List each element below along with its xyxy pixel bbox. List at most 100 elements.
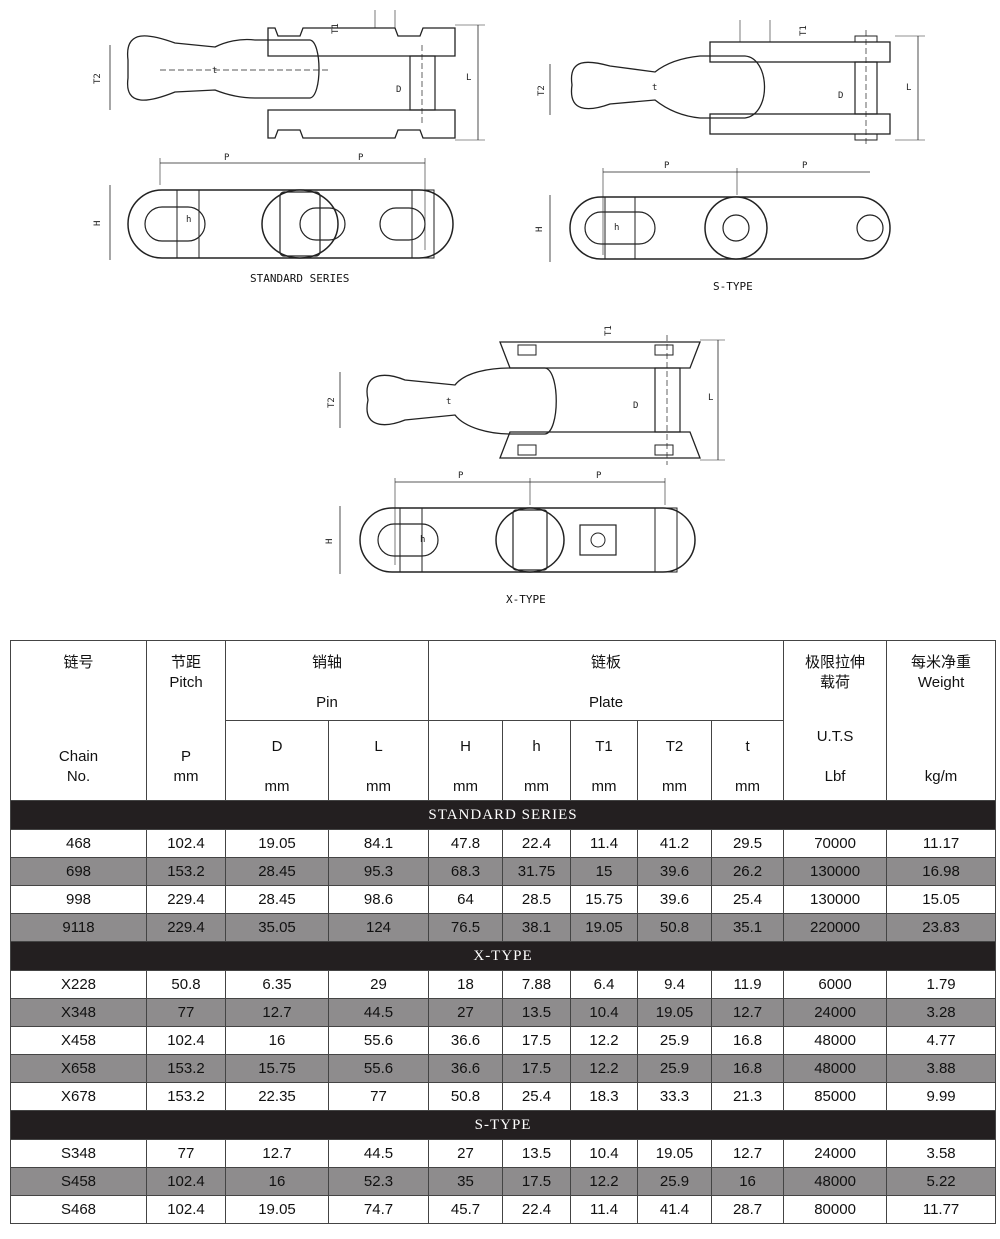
table-cell: S468 [10, 1195, 147, 1224]
label-P1-standard: P [224, 153, 230, 163]
table-cell: 33.3 [637, 1082, 713, 1111]
label-D-s: D [838, 91, 843, 101]
label-H-x: H [325, 539, 335, 544]
table-cell: 27 [428, 998, 504, 1027]
section-title: STANDARD SERIES [9, 800, 997, 830]
chain-spec-table: 链号 Chain No. 节距 Pitch P mm 销轴 Pin 链板 Pla… [9, 640, 997, 1224]
table-cell: 6.4 [570, 970, 639, 999]
table-cell: 35 [428, 1167, 504, 1196]
table-cell: 24000 [783, 998, 888, 1027]
table-cell: 102.4 [146, 1167, 226, 1196]
table-cell: 50.8 [637, 913, 713, 942]
table-cell: 48000 [783, 1167, 888, 1196]
label-T1-standard: T1 [331, 23, 341, 34]
table-cell: 11.17 [886, 829, 997, 858]
table-cell: 13.5 [502, 998, 572, 1027]
table-cell: 50.8 [428, 1082, 504, 1111]
label-T2-x: T2 [327, 397, 337, 408]
table-cell: 102.4 [146, 1195, 226, 1224]
table-cell: 80000 [783, 1195, 888, 1224]
table-cell: 77 [327, 1082, 430, 1111]
table-cell: 38.1 [502, 913, 572, 942]
table-cell: 28.45 [225, 885, 329, 914]
table-cell: 12.2 [570, 1054, 639, 1083]
table-cell: 76.5 [428, 913, 504, 942]
label-H-s: H [535, 227, 545, 232]
table-cell: 1.79 [886, 970, 997, 999]
technical-drawings: T1 T2 L D t P P H h STANDARD SERIES [93, 10, 925, 606]
table-cell: 50.8 [146, 970, 226, 999]
header-pitch-sym: P [180, 748, 191, 765]
table-cell: 70000 [783, 829, 888, 858]
label-L-s: L [906, 83, 911, 93]
table-cell: 18.3 [570, 1082, 639, 1111]
header-D-sym: D [271, 738, 283, 755]
table-cell: 45.7 [428, 1195, 504, 1224]
table-cell: 229.4 [146, 913, 226, 942]
table-cell: 4.77 [886, 1026, 997, 1055]
table-cell: 11.4 [570, 829, 639, 858]
label-t-standard: t [212, 66, 217, 76]
table-cell: 28.7 [711, 1195, 785, 1224]
table-cell: 3.88 [886, 1054, 997, 1083]
table-cell: 3.28 [886, 998, 997, 1027]
section-header-row: STANDARD SERIES [9, 800, 997, 830]
table-cell: X658 [10, 1054, 147, 1083]
header-pitch-cn: 节距 [170, 654, 201, 671]
caption-x-type: X-TYPE [506, 593, 546, 606]
header-pitch: 节距 Pitch P mm [146, 640, 226, 801]
header-pitch-en: Pitch [169, 674, 203, 691]
table-cell: 41.4 [637, 1195, 713, 1224]
label-t-s: t [652, 83, 657, 93]
header-T1-unit: mm [591, 778, 617, 795]
table-cell: 220000 [783, 913, 888, 942]
table-cell: 25.4 [502, 1082, 572, 1111]
table-cell: 10.4 [570, 998, 639, 1027]
header-pin-en: Pin [316, 694, 338, 711]
header-t-unit: mm [735, 778, 761, 795]
label-H-standard: H [93, 221, 103, 226]
label-D-standard: D [396, 85, 401, 95]
standard-top-view [109, 158, 454, 260]
header-pin: 销轴 Pin [224, 640, 430, 721]
table-cell: 25.4 [711, 885, 785, 914]
s-type-top-view [549, 168, 891, 262]
label-h-x: h [420, 535, 425, 545]
table-cell: 48000 [783, 1026, 888, 1055]
header-pin-cn: 销轴 [312, 654, 343, 671]
table-cell: 12.7 [225, 1139, 329, 1168]
table-cell: 11.4 [570, 1195, 639, 1224]
table-cell: 11.77 [886, 1195, 997, 1224]
header-chain-en1: Chain [58, 748, 99, 765]
table-cell: 15.75 [570, 885, 639, 914]
table-cell: 98.6 [327, 885, 430, 914]
header-weight-unit: kg/m [924, 768, 958, 785]
table-cell: 468 [10, 829, 147, 858]
table-cell: 12.2 [570, 1167, 639, 1196]
table-cell: 22.35 [225, 1082, 329, 1111]
table-cell: 16.8 [711, 1054, 785, 1083]
table-cell: 77 [146, 1139, 226, 1168]
table-cell: 153.2 [146, 1082, 226, 1111]
table-cell: 698 [10, 857, 147, 886]
label-t-x: t [446, 397, 451, 407]
header-chain-no: 链号 Chain No. [10, 640, 147, 801]
header-H-sym: H [460, 738, 471, 755]
table-cell: 15 [570, 857, 639, 886]
table-cell: 19.05 [225, 1195, 329, 1224]
table-cell: 22.4 [502, 829, 572, 858]
table-cell: 16 [225, 1026, 329, 1055]
header-T2-unit: mm [662, 778, 688, 795]
label-P1-x: P [458, 471, 464, 481]
